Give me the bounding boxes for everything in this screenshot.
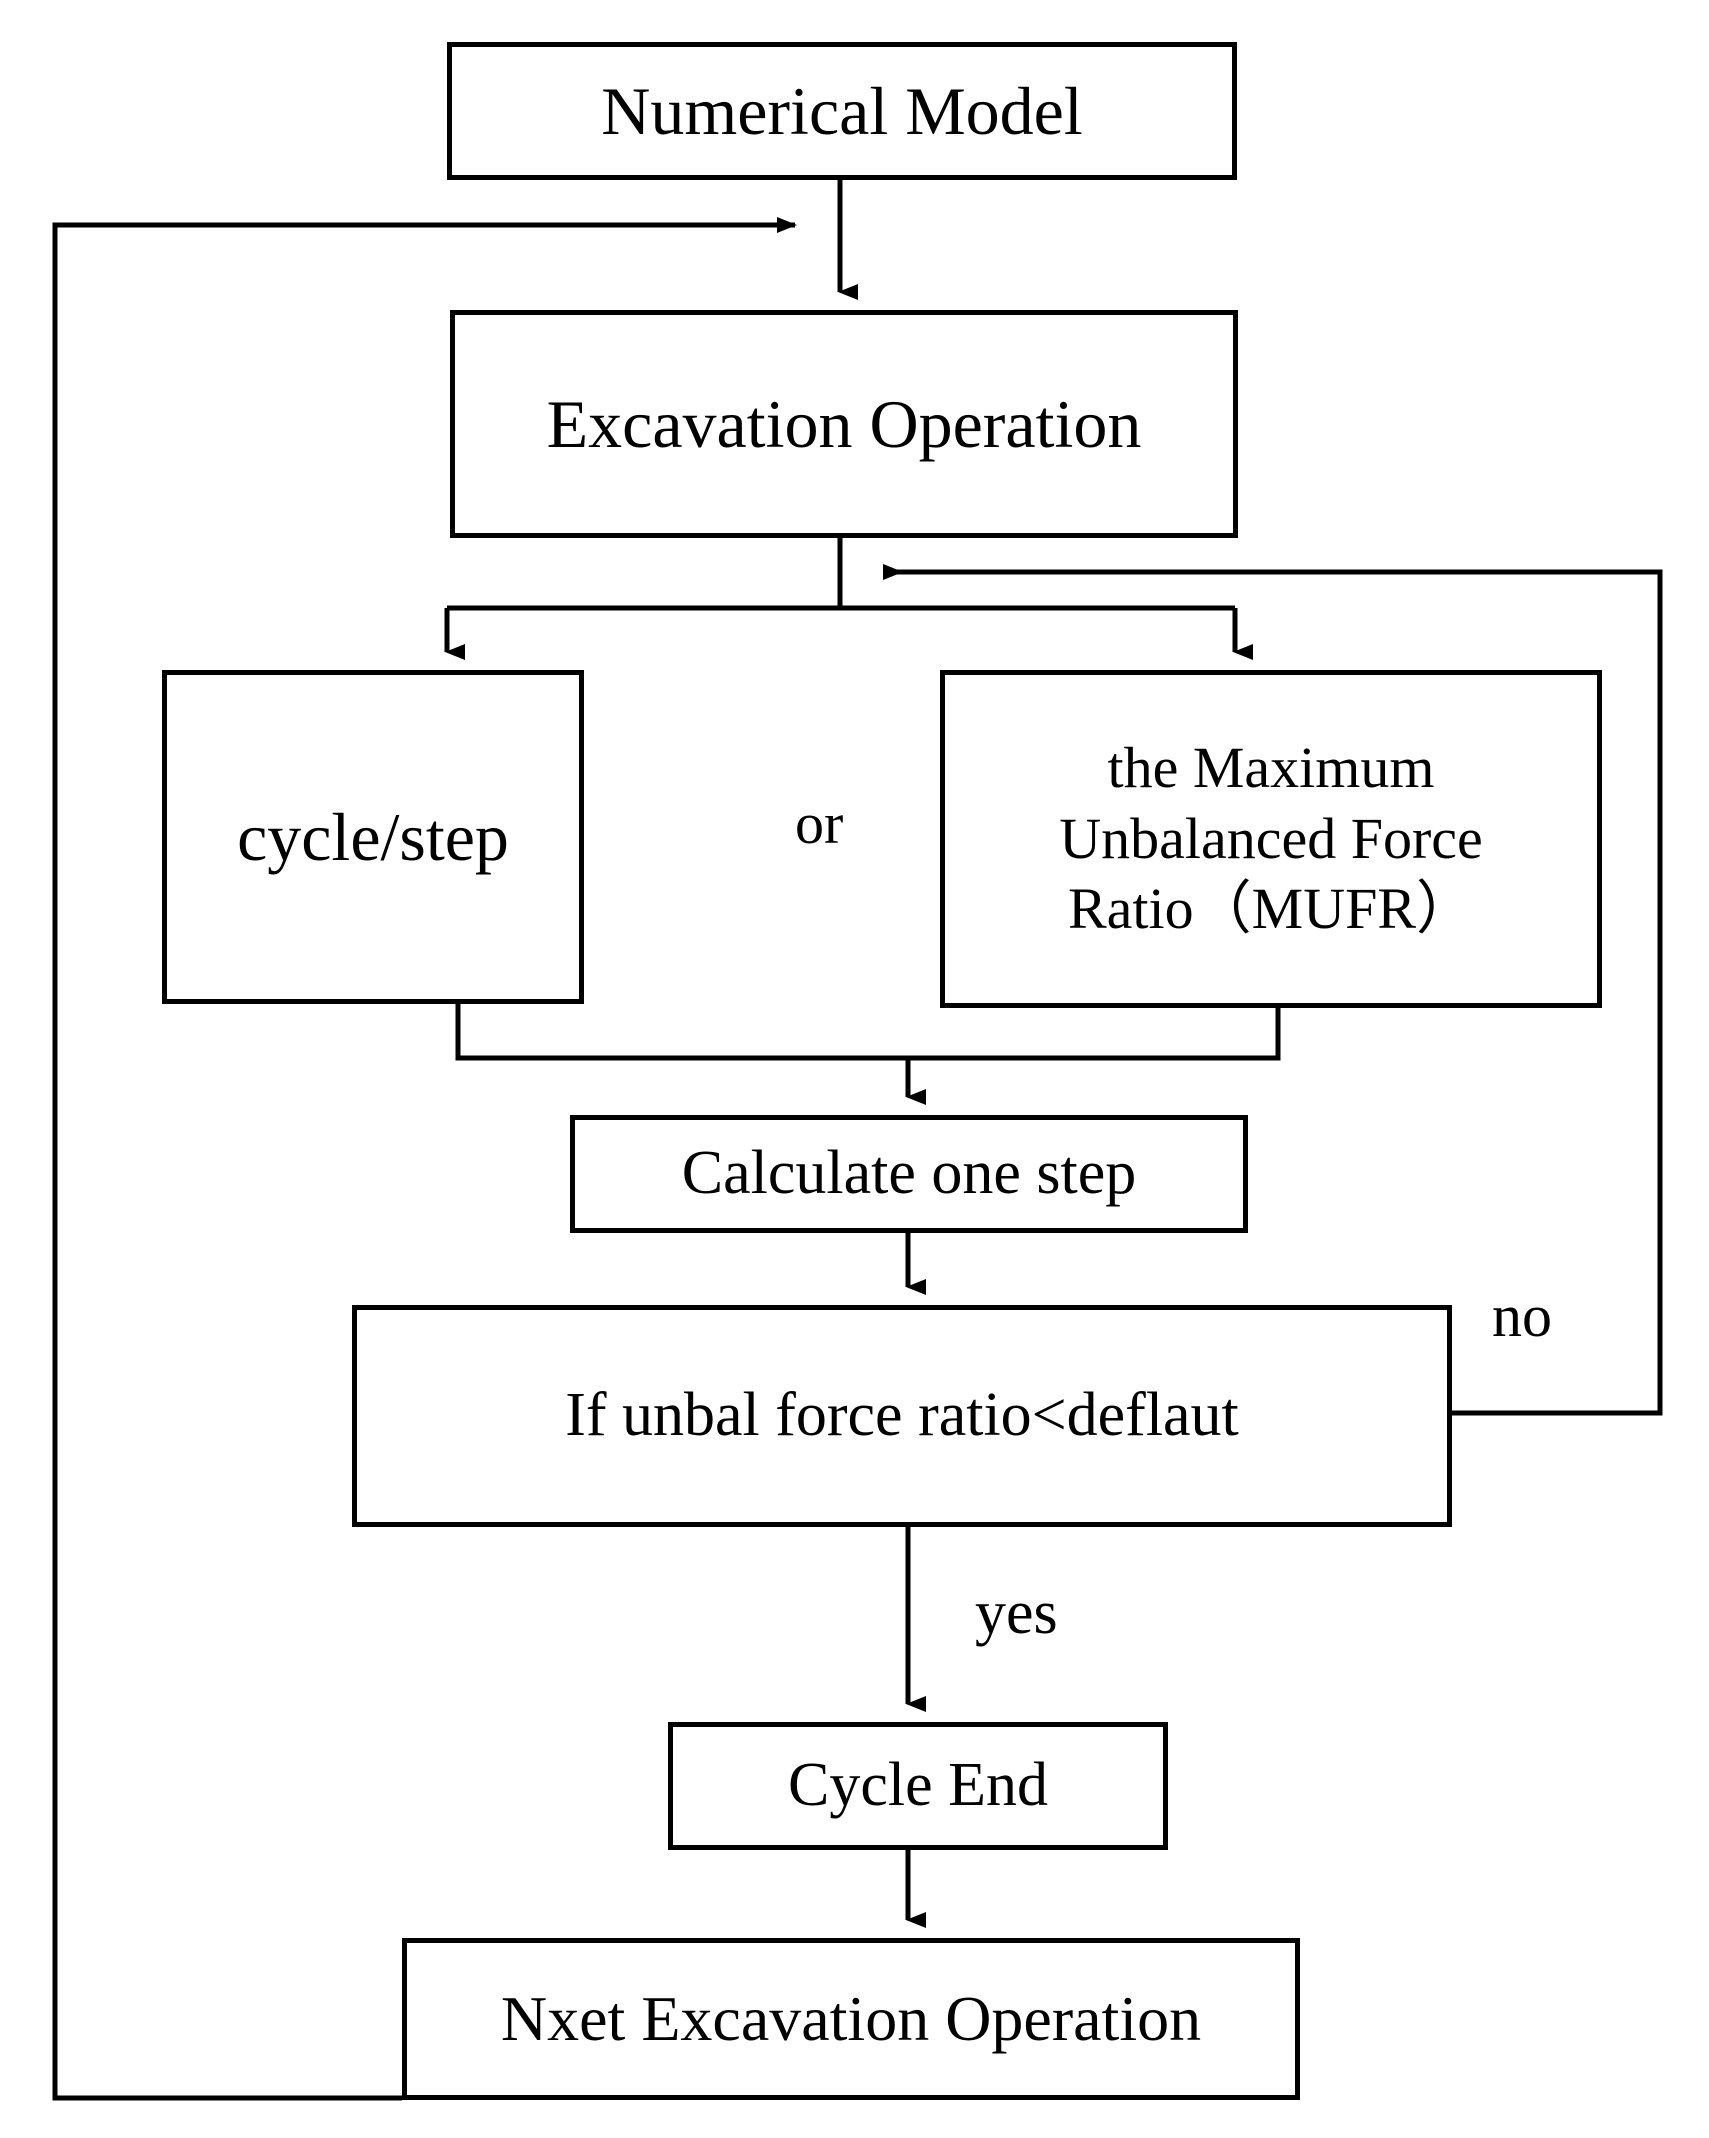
edge-label-or: or [795, 791, 844, 856]
node-cycle-step-label: cycle/step [237, 798, 509, 875]
node-mufr-line-2: Unbalanced Force [1059, 805, 1483, 871]
edge-feedback-bottom-left [52, 217, 797, 2101]
edge-cycle-step-to-merge [455, 1004, 908, 1061]
edge-mufr-to-merge [908, 1008, 1281, 1061]
node-calculate-one-step[interactable]: Calculate one step [570, 1115, 1248, 1233]
node-excavation-operation-label: Excavation Operation [546, 385, 1142, 462]
node-numerical-model[interactable]: Numerical Model [447, 42, 1237, 180]
node-cycle-end[interactable]: Cycle End [668, 1722, 1168, 1850]
node-calculate-one-step-label: Calculate one step [681, 1139, 1137, 1208]
node-numerical-model-label: Numerical Model [601, 72, 1083, 149]
node-next-excavation-operation-label: Nxet Excavation Operation [500, 1982, 1202, 2054]
edge-label-yes: yes [975, 1579, 1058, 1647]
node-next-excavation-operation[interactable]: Nxet Excavation Operation [402, 1938, 1300, 2100]
node-decision-label: If unbal force ratio<deflaut [565, 1381, 1239, 1450]
node-maximum-unbalanced-force-ratio[interactable]: the Maximum Unbalanced Force Ratio（MUFR） [940, 670, 1602, 1008]
node-mufr-line-1: the Maximum [1107, 734, 1435, 800]
node-cycle-end-label: Cycle End [788, 1751, 1048, 1820]
node-mufr-label: the Maximum Unbalanced Force Ratio（MUFR） [945, 733, 1597, 945]
node-cycle-step[interactable]: cycle/step [162, 670, 584, 1004]
node-mufr-line-3: Ratio（MUFR） [1067, 876, 1475, 942]
edge-feedback-no [883, 564, 1663, 1416]
node-excavation-operation[interactable]: Excavation Operation [450, 310, 1238, 538]
node-decision-unbalanced-force-check[interactable]: If unbal force ratio<deflaut [352, 1305, 1452, 1527]
edge-label-no: no [1492, 1283, 1552, 1349]
